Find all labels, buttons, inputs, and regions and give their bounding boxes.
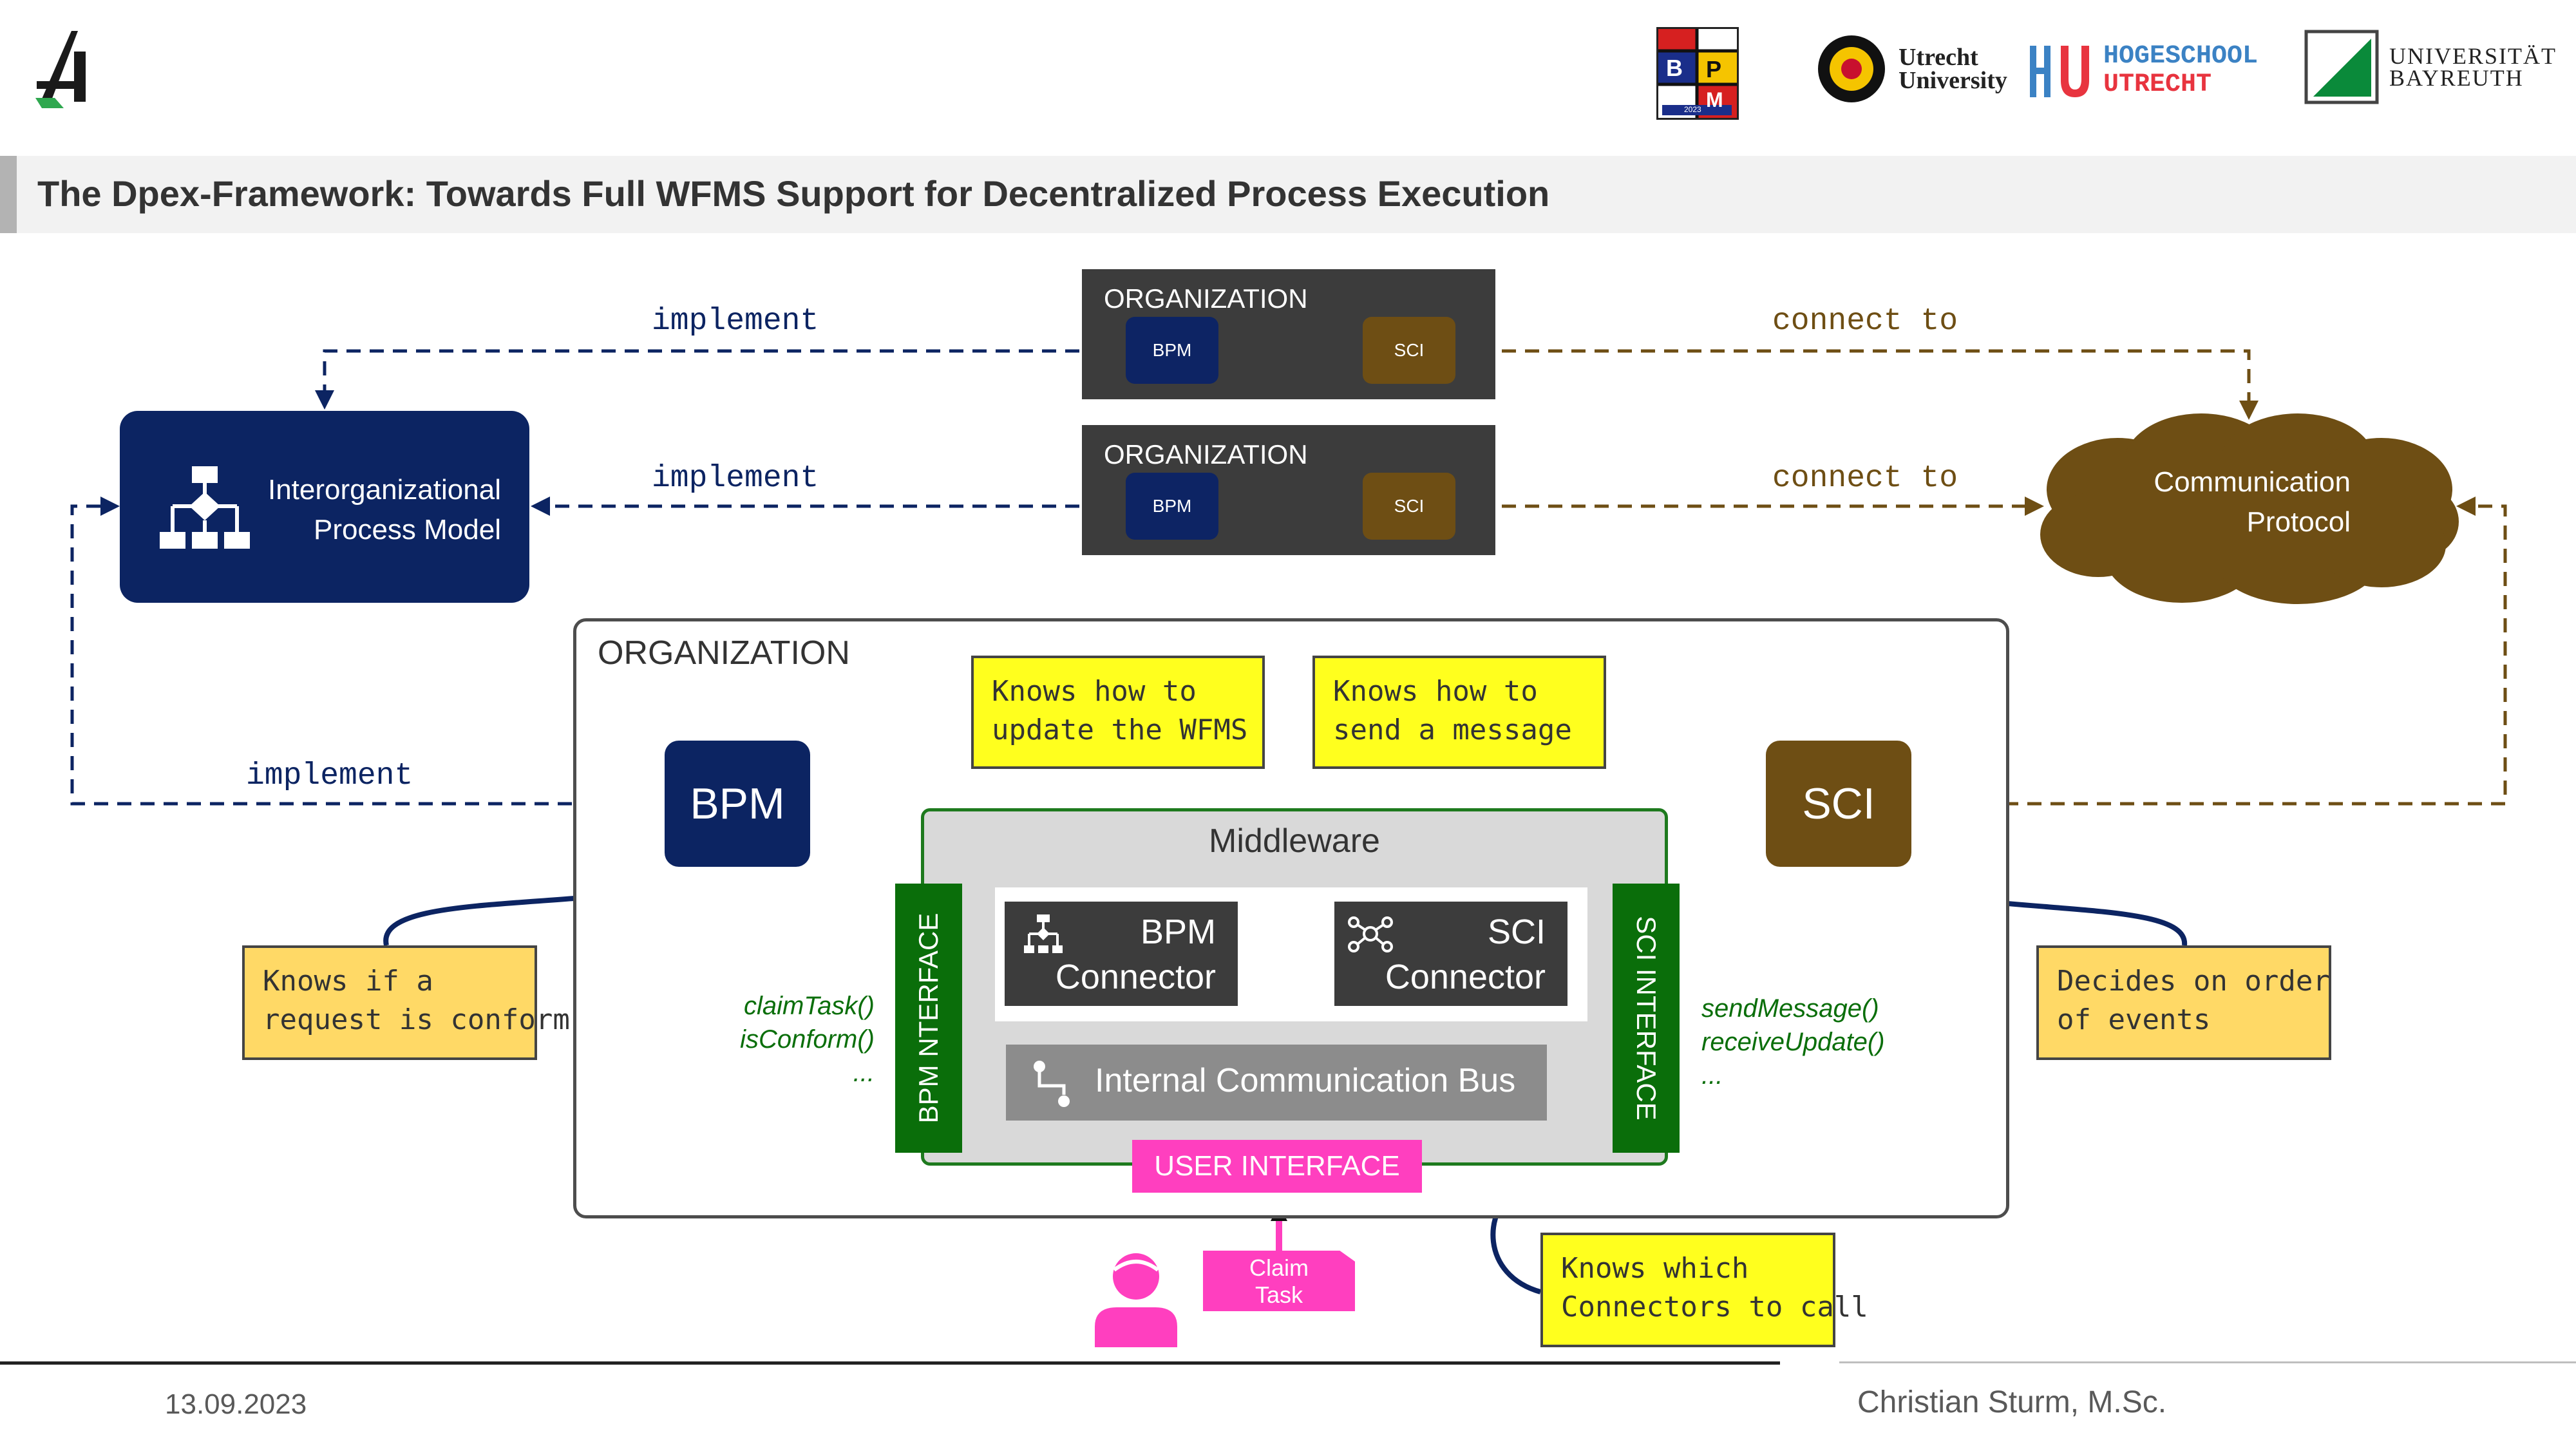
note-which-connectors-line2: Connectors to call	[1561, 1291, 1868, 1323]
bpm-conference-logo: B P M 2023	[1656, 27, 1739, 120]
sci-connector: SCI Connector	[1334, 902, 1567, 1006]
utrecht-line2: University	[1899, 67, 2007, 94]
note-order-events-line2: of events	[2057, 1003, 2211, 1036]
label-connect-mid: connect to	[1772, 461, 1958, 496]
communication-protocol-cloud	[2040, 413, 2459, 604]
bpm-logo-year: 2023	[1684, 105, 1701, 114]
user-interface: USER INTERFACE	[1132, 1140, 1422, 1193]
universitat-bayreuth-logo: UNIVERSITÄT BAYREUTH	[2304, 28, 2557, 106]
note-which-connectors: Knows which Connectors to call	[1540, 1233, 1868, 1347]
utrecht-university-logo: Utrecht University	[1816, 33, 2007, 104]
note-order-events-line1: Decides on order	[2057, 965, 2330, 998]
bpm-methods: claimTask() isConform() ...	[740, 989, 875, 1090]
note-request-conform-line1: Knows if a	[263, 965, 433, 998]
bayreuth-mark-icon	[2304, 30, 2379, 104]
sci-connector-line1: SCI	[1487, 913, 1546, 951]
bpm-connector-icon	[1024, 914, 1063, 953]
sci-connector-line2: Connector	[1385, 958, 1546, 996]
bpm-logo-letter-p: P	[1706, 56, 1722, 82]
middleware-title: Middleware	[1209, 822, 1380, 860]
label-implement-mid: implement	[652, 461, 819, 496]
ai-logo	[35, 31, 86, 108]
internal-communication-bus: Internal Communication Bus	[1006, 1045, 1547, 1121]
note-update-wfms: Knows how to update the WFMS	[971, 656, 1265, 769]
bayreuth-line2: BAYREUTH	[2389, 65, 2524, 91]
communication-protocol-label: Communication Protocol	[2154, 462, 2351, 542]
footer-date: 13.09.2023	[165, 1388, 307, 1420]
user-icon	[1095, 1253, 1177, 1347]
bpm-connector-line2: Connector	[1055, 958, 1216, 996]
footer-rule-right	[1839, 1361, 2576, 1363]
label-connect-top: connect to	[1772, 304, 1958, 339]
hogeschool-line2: UTRECHT	[2103, 70, 2212, 99]
bpm-interface-label: BPM NTERFACE	[913, 913, 943, 1124]
page-title: The Dpex-Framework: Towards Full WFMS Su…	[37, 173, 1550, 214]
note-update-wfms-line2: update the WFMS	[992, 714, 1248, 746]
bpm-method-claimtask: claimTask()	[744, 992, 875, 1020]
title-bar	[0, 156, 2576, 233]
hogeschool-utrecht-logo: HOGESCHOOL UTRECHT	[2027, 39, 2258, 103]
sci-method-sendmessage: sendMessage()	[1701, 994, 1879, 1023]
bpm-connector: BPM Connector	[1005, 902, 1238, 1006]
claim-task-line2: Task	[1255, 1282, 1303, 1308]
bpm-method-isconform: isConform()	[740, 1025, 875, 1054]
process-model-line2: Process Model	[313, 514, 501, 545]
bpm-logo-letter-b: B	[1666, 55, 1683, 81]
utrecht-sun-icon	[1818, 35, 1885, 102]
claim-task-label: Claim Task	[1203, 1251, 1355, 1311]
bpm-logo-letter-m: M	[1706, 88, 1723, 111]
sci-connector-network-icon	[1348, 916, 1393, 952]
label-implement-top: implement	[652, 304, 819, 339]
process-model-icon	[160, 466, 250, 549]
edge-implement-top	[315, 349, 1126, 410]
sci-method-more: ...	[1701, 1061, 1723, 1090]
label-implement-low: implement	[246, 759, 413, 793]
bus-label: Internal Communication Bus	[1095, 1062, 1516, 1099]
note-which-connectors-line1: Knows which	[1561, 1252, 1749, 1285]
sci-method-receiveupdate: receiveUpdate()	[1701, 1028, 1885, 1056]
organization-box-2-sci: SCI	[1363, 473, 1455, 540]
note-request-conform-line2: request is conform	[263, 1003, 570, 1036]
claim-task-line1: Claim	[1249, 1255, 1309, 1281]
bpm-connector-line1: BPM	[1140, 913, 1216, 951]
note-order-events: Decides on order of events	[2036, 945, 2331, 1060]
bus-flow-icon	[1034, 1061, 1070, 1107]
process-model-line1: Interorganizational	[267, 474, 501, 506]
hogeschool-line1: HOGESCHOOL	[2103, 42, 2259, 71]
organization-box-2-title: ORGANIZATION	[1104, 439, 1308, 469]
utrecht-line1: Utrecht	[1899, 44, 1978, 71]
sci-interface: SCI INTERFACE	[1613, 884, 1680, 1153]
footer-author: Christian Sturm, M.Sc.	[1857, 1385, 2167, 1419]
note-send-message: Knows how to send a message	[1312, 656, 1606, 769]
organization-box-2: ORGANIZATION BPM SCI	[1082, 425, 1495, 555]
organization-title: ORGANIZATION	[598, 634, 850, 672]
edge-connect-top	[1455, 349, 2259, 420]
sci-node: SCI	[1766, 741, 1911, 867]
bayreuth-line1: UNIVERSITÄT	[2389, 43, 2557, 69]
organization-box-1-sci: SCI	[1363, 317, 1455, 384]
bpm-method-more: ...	[853, 1059, 875, 1087]
sci-interface-label: SCI INTERFACE	[1631, 916, 1662, 1121]
footer-rule-left	[0, 1361, 1780, 1365]
note-send-message-line1: Knows how to	[1333, 675, 1538, 708]
hu-mark-icon	[2030, 46, 2089, 97]
note-request-conform: Knows if a request is conform	[242, 945, 570, 1060]
edge-connect-low	[1911, 497, 2507, 806]
edge-implement-low	[70, 497, 665, 806]
communication-protocol-line2: Protocol	[2246, 506, 2351, 538]
note-update-wfms-line1: Knows how to	[992, 675, 1197, 708]
title-accent	[0, 156, 17, 233]
organization-box-1-bpm: BPM	[1126, 317, 1218, 384]
bpm-node: BPM	[665, 741, 810, 867]
bpm-interface: BPM NTERFACE	[895, 884, 962, 1153]
interorganizational-process-model: Interorganizational Process Model	[120, 411, 529, 603]
note-send-message-line2: send a message	[1333, 714, 1572, 746]
organization-box-1: ORGANIZATION BPM SCI	[1082, 269, 1495, 399]
communication-protocol-line1: Communication	[2154, 466, 2351, 498]
organization-box-1-title: ORGANIZATION	[1104, 283, 1308, 314]
sci-methods: sendMessage() receiveUpdate() ...	[1701, 992, 1885, 1092]
organization-box-2-bpm: BPM	[1126, 473, 1218, 540]
